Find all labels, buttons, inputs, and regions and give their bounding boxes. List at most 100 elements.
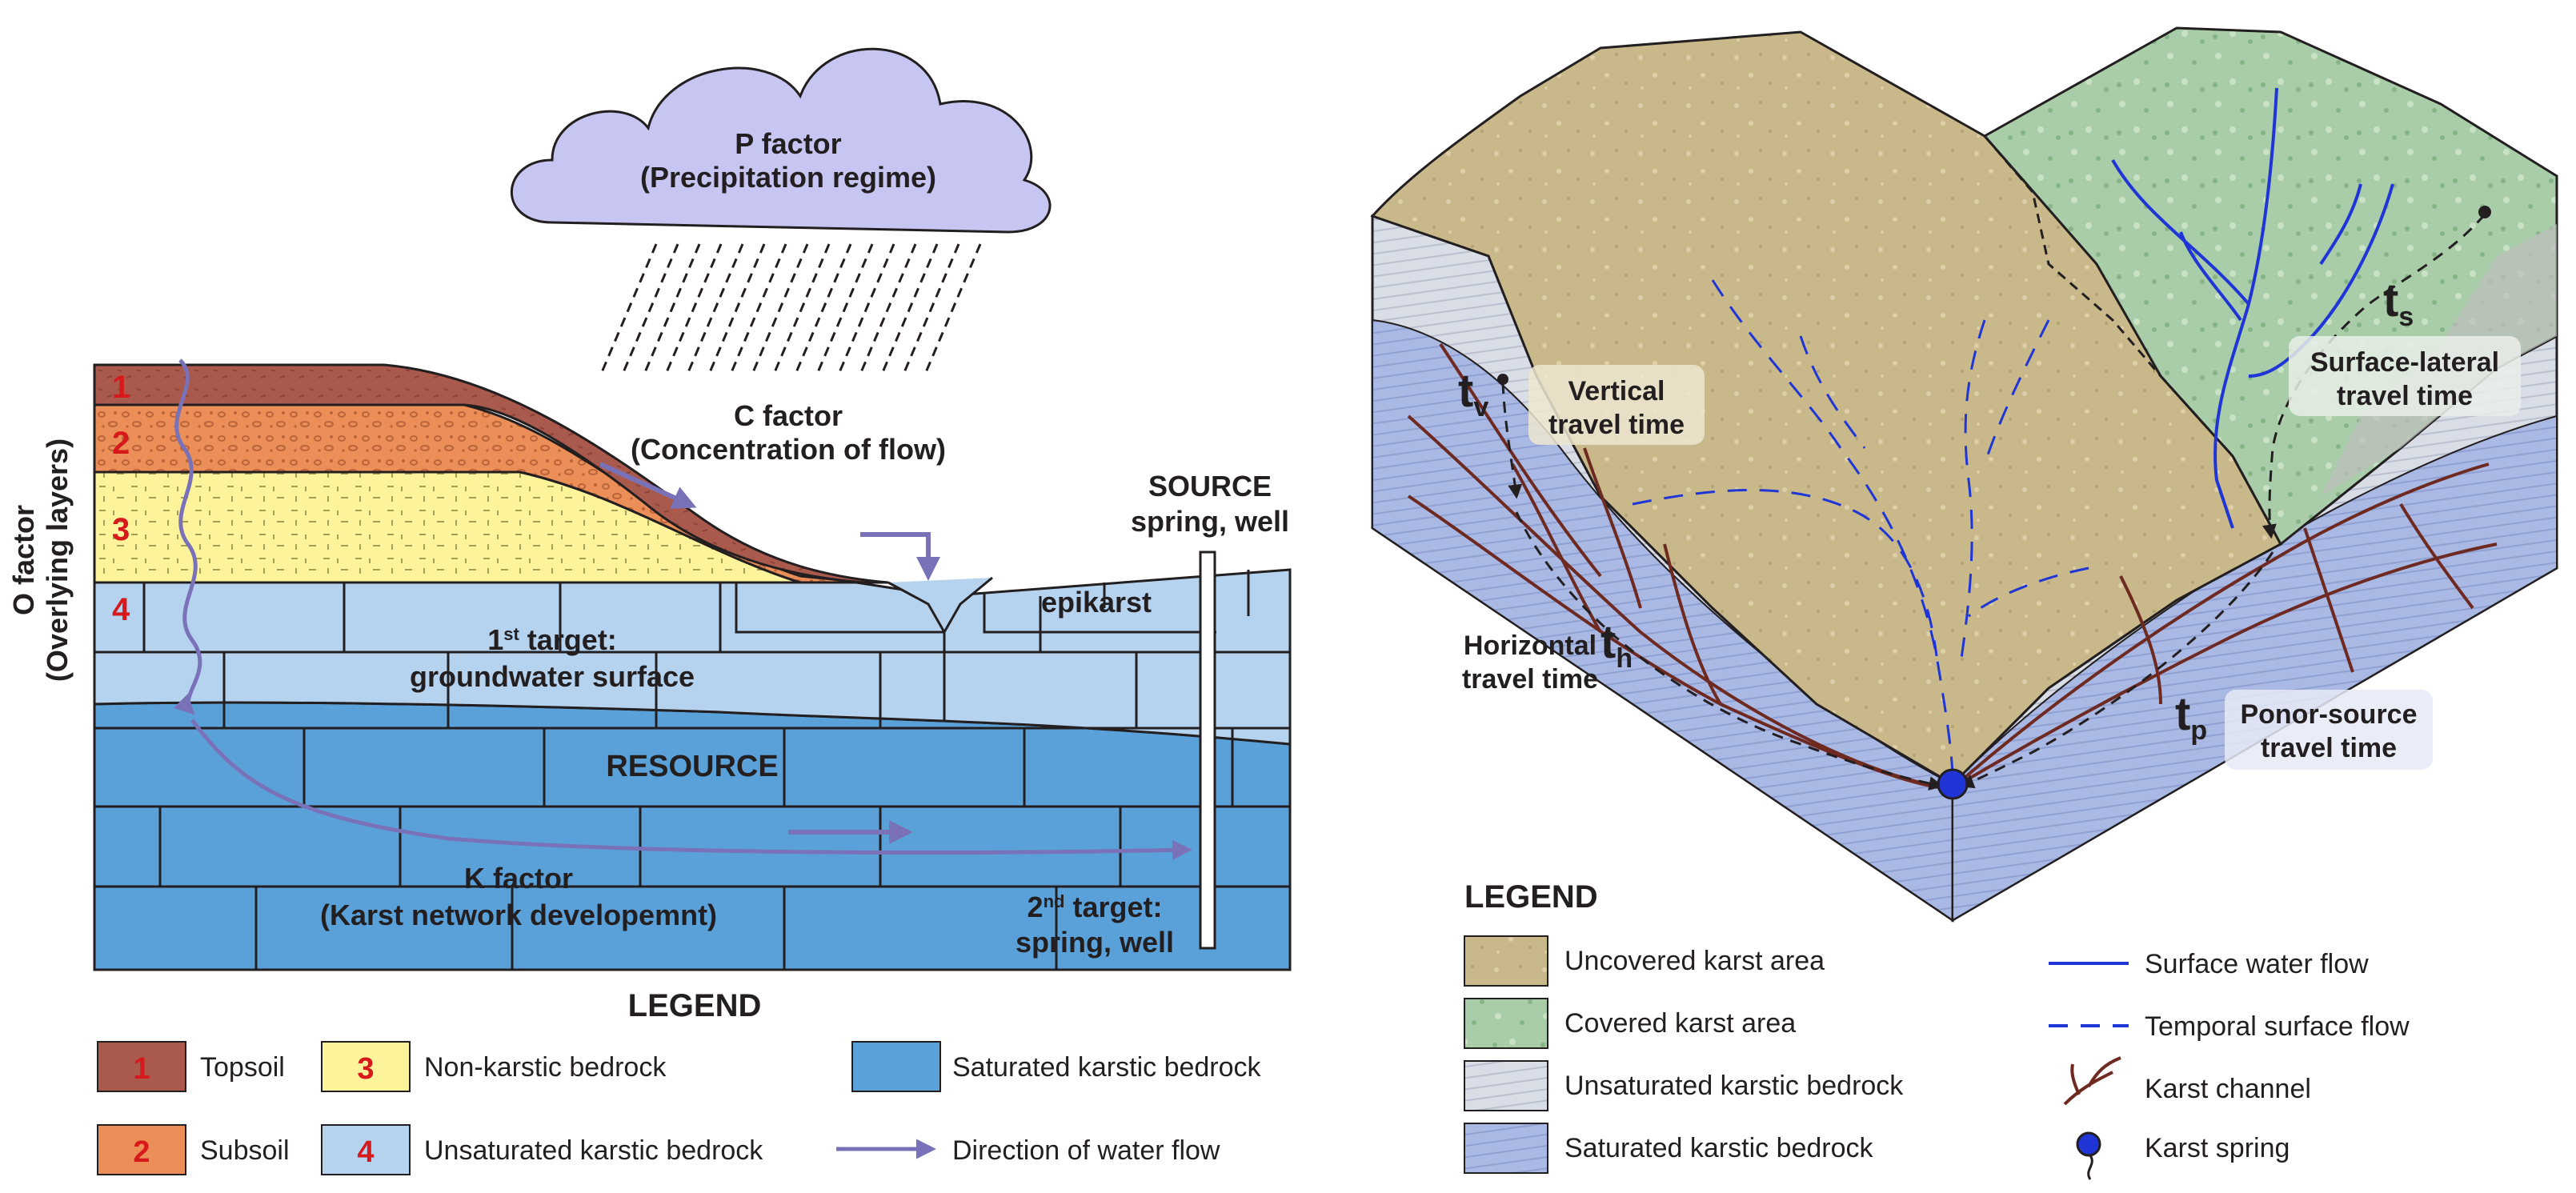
target1-line1: 1st target: xyxy=(487,623,617,656)
k-factor-title: K factor xyxy=(464,862,573,895)
legend-label-topsoil: Topsoil xyxy=(200,1052,285,1083)
legend-num-1: 1 xyxy=(133,1052,150,1086)
ponor-label-box xyxy=(2225,690,2433,770)
rain-streak xyxy=(901,243,960,377)
t-v-line1: Vertical xyxy=(1568,376,1665,406)
rain-streak xyxy=(728,243,787,377)
legend-label-unsaturated-r: Unsaturated karstic bedrock xyxy=(1564,1071,1904,1101)
legend-spring-icon xyxy=(2076,1131,2101,1157)
legend-swatch-covered xyxy=(1464,998,1548,1049)
legend-label-non-karstic: Non-karstic bedrock xyxy=(424,1052,667,1083)
legend-num-2: 2 xyxy=(133,1135,150,1169)
legend-label-flow: Direction of water flow xyxy=(952,1135,1220,1166)
rain-streak xyxy=(836,243,895,377)
layer-number-3: 3 xyxy=(112,512,130,547)
vertical-label-box xyxy=(1528,365,1705,445)
rain-streak xyxy=(663,243,723,377)
legend-swatch-non-karstic xyxy=(321,1041,411,1092)
layer-number-2: 2 xyxy=(112,426,130,461)
t-h-symbol: th xyxy=(1600,616,1633,674)
rain-streak xyxy=(815,243,874,377)
o-factor-title: O factor xyxy=(7,505,40,615)
resource-label: RESOURCE xyxy=(606,750,778,783)
p-factor-title: P factor xyxy=(735,127,841,160)
rain-streak xyxy=(923,243,982,377)
t-v-line2: travel time xyxy=(1548,410,1685,440)
surface-water-flows xyxy=(2111,87,2394,529)
cloud-shape xyxy=(510,47,1052,234)
rain-streak xyxy=(642,243,701,377)
t-p-symbol: tp xyxy=(2175,688,2207,746)
unsaturated-bedrock-area xyxy=(93,568,1292,746)
p-factor-subtitle: (Precipitation regime) xyxy=(640,161,936,194)
legend-label-uncovered: Uncovered karst area xyxy=(1564,946,1825,976)
t-h-line2: travel time xyxy=(1462,664,1598,695)
rain-streak xyxy=(771,243,831,377)
right-panel: tv Vertical travel time Horizontal trave… xyxy=(1370,26,2558,1180)
right-legend-title: LEGEND xyxy=(1464,879,1598,915)
surface-label-box xyxy=(2289,336,2521,416)
rain-streak xyxy=(685,243,744,377)
legend-swatch-topsoil xyxy=(97,1041,186,1092)
legend-label-saturated: Saturated karstic bedrock xyxy=(952,1052,1262,1083)
right-legend: Uncovered karst area Covered karst area … xyxy=(1464,935,2410,1180)
target2-line2: spring, well xyxy=(1016,926,1174,959)
legend-swatch-saturated-r xyxy=(1464,1123,1548,1174)
k-factor-subtitle: (Karst network developemnt) xyxy=(320,899,717,931)
rain-streak xyxy=(793,243,852,377)
rain-streak xyxy=(750,243,809,377)
target1-line2: groundwater surface xyxy=(410,660,695,693)
rain-streak xyxy=(858,243,917,377)
legend-label-karst-spring: Karst spring xyxy=(2145,1133,2290,1163)
legend-label-covered: Covered karst area xyxy=(1564,1008,1796,1039)
t-s-symbol: ts xyxy=(2383,274,2414,332)
legend-swatch-subsoil xyxy=(97,1124,186,1175)
sinkhole-flow-arrow xyxy=(860,532,940,581)
karst-channel-icon xyxy=(2063,1056,2121,1106)
legend-swatch-unsaturated xyxy=(321,1124,411,1175)
t-s-line1: Surface-lateral xyxy=(2310,347,2499,378)
left-panel: P factor (Precipitation regime) 1 2 3 xyxy=(7,47,1292,1175)
temporal-surface-flows xyxy=(1632,279,2089,781)
t-s-line2: travel time xyxy=(2337,381,2473,411)
subsoil-area xyxy=(93,403,865,584)
rain-streaks xyxy=(599,243,982,377)
source-subtitle: spring, well xyxy=(1131,505,1289,538)
layer-numbers: 1 2 3 4 xyxy=(112,370,130,627)
t-h-line1: Horizontal xyxy=(1464,631,1596,661)
legend-swatch-saturated xyxy=(851,1041,941,1092)
infiltration-flow-arrow xyxy=(174,358,202,715)
groundwater-flow-arrow xyxy=(190,719,1192,860)
karst-spring-icon xyxy=(1937,768,1969,800)
surface-flow-arrow xyxy=(599,462,697,509)
rain-streak xyxy=(599,243,658,377)
covered-boundary xyxy=(1983,135,2282,545)
legend-label-karst-channel: Karst channel xyxy=(2145,1074,2311,1104)
layer-number-1: 1 xyxy=(112,370,130,405)
epikarst-label: epikarst xyxy=(1041,586,1152,619)
left-legend: 1 Topsoil 2 Subsoil 3 Non-karstic bedroc… xyxy=(97,1041,1262,1175)
legend-num-3: 3 xyxy=(357,1052,374,1086)
legend-label-subsoil: Subsoil xyxy=(200,1135,290,1166)
vertical-start-point xyxy=(1497,374,1508,385)
legend-swatch-unsaturated-r xyxy=(1464,1060,1548,1111)
topsoil-area xyxy=(93,363,889,584)
well-pipe xyxy=(1199,550,1216,950)
left-legend-title: LEGEND xyxy=(628,988,762,1023)
source-title: SOURCE xyxy=(1148,470,1272,502)
target2-line1: 2nd target: xyxy=(1028,891,1163,923)
uncovered-karst-surface xyxy=(1370,30,2283,786)
rain-streak xyxy=(620,243,679,377)
legend-swatch-uncovered xyxy=(1464,935,1548,987)
t-p-line1: Ponor-source xyxy=(2240,699,2417,730)
c-factor-subtitle: (Concentration of flow) xyxy=(631,433,946,466)
legend-num-4: 4 xyxy=(357,1135,374,1169)
travel-time-labels: tv Vertical travel time Horizontal trave… xyxy=(1458,274,2499,763)
o-factor-subtitle: (Overlying layers) xyxy=(41,438,74,682)
t-p-line2: travel time xyxy=(2261,733,2397,763)
surface-start-point xyxy=(2478,206,2491,218)
sinkhole xyxy=(887,576,993,635)
legend-label-saturated-r: Saturated karstic bedrock xyxy=(1564,1133,1874,1163)
bedrock-joints xyxy=(94,570,1290,970)
